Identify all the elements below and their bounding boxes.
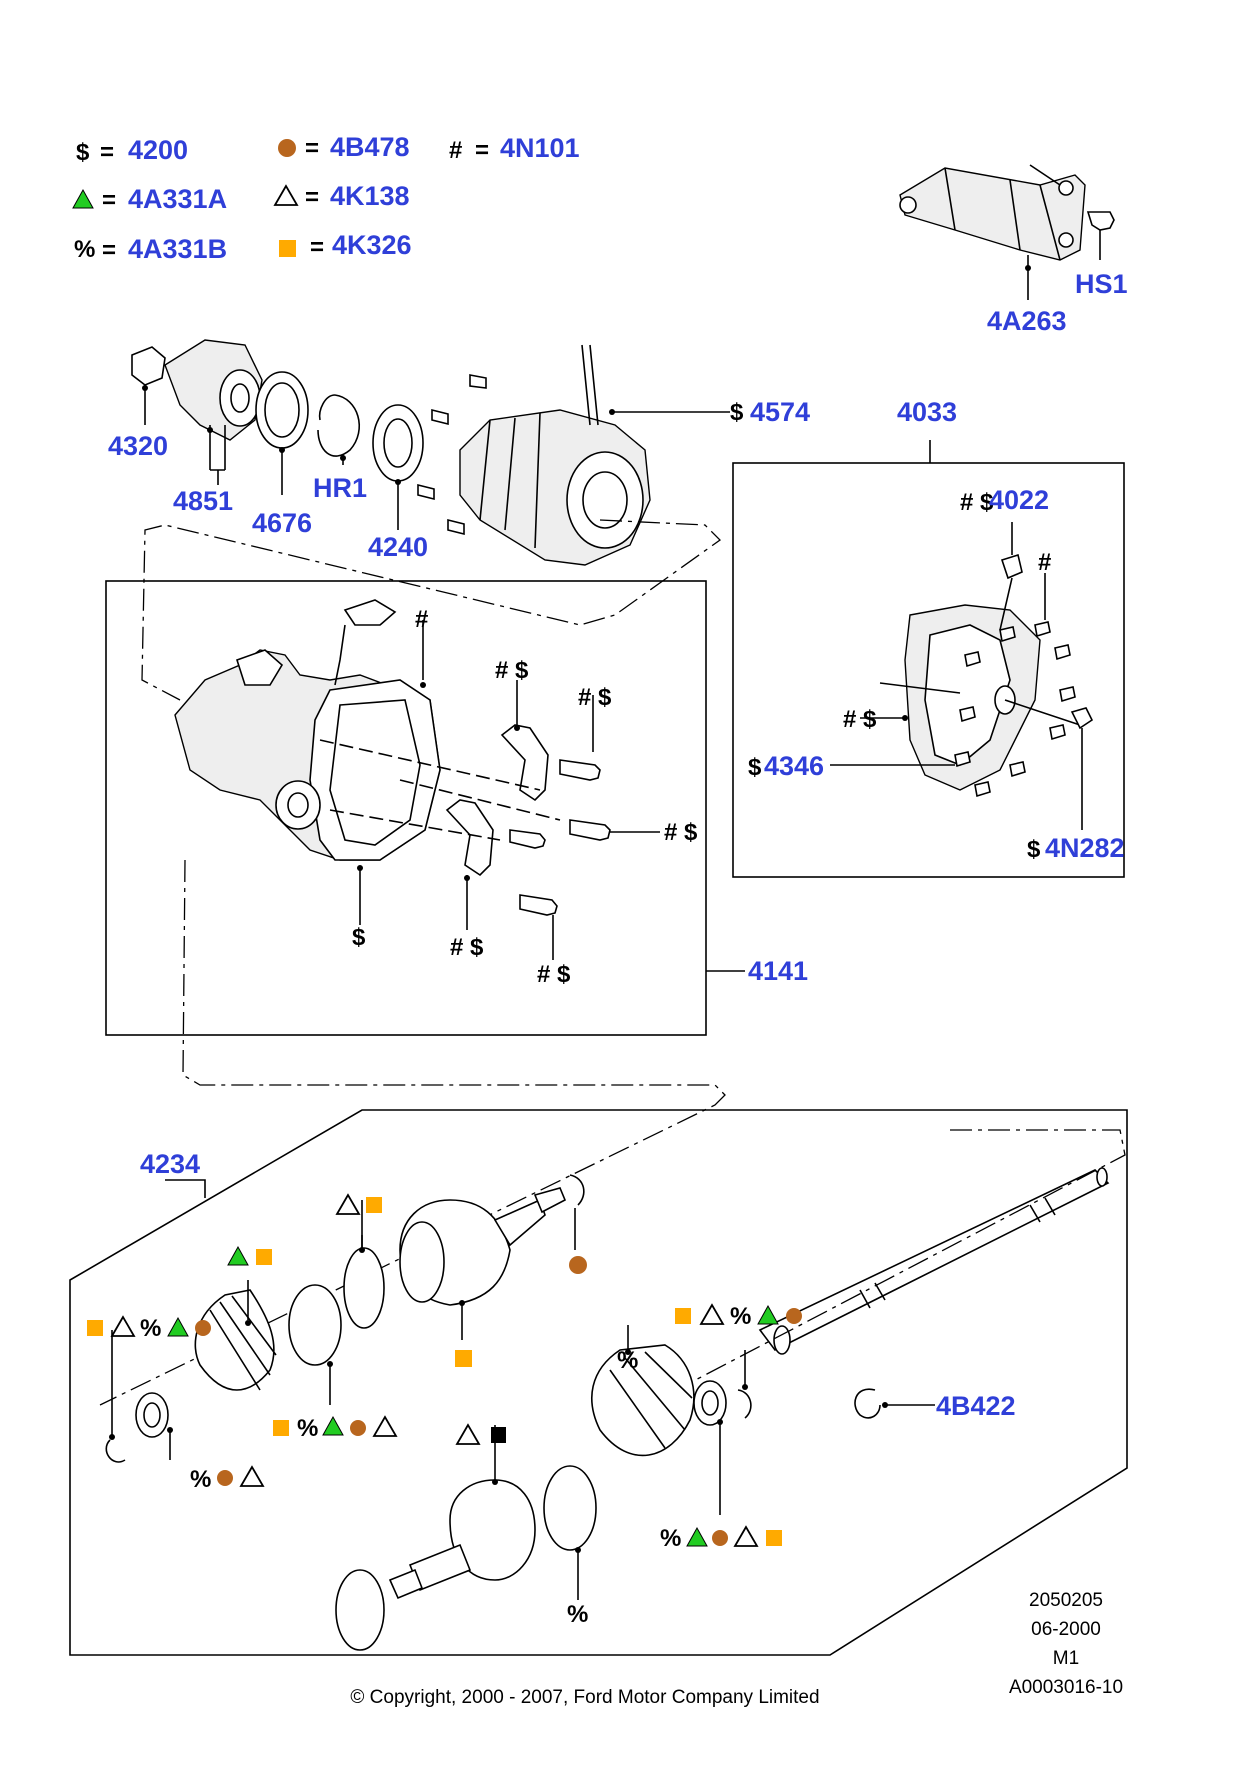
mount-bracket-illustration xyxy=(899,164,1115,300)
part-label-4A263: 4A263 xyxy=(987,306,1067,336)
symbol-hash-dollar: # $ xyxy=(495,657,529,684)
legend-code-4A331B: 4A331B xyxy=(128,234,227,264)
symbol-hash-dollar: # $ xyxy=(578,684,612,711)
legend-eq: = xyxy=(100,139,114,166)
legend-eq: = xyxy=(305,135,319,162)
part-label-4676: 4676 xyxy=(252,508,312,538)
legend-eq: = xyxy=(102,187,116,214)
legend-symbol-hash: # xyxy=(449,137,462,164)
symbol-dollar: $ xyxy=(352,924,366,951)
diagram-code: 2050205 xyxy=(1029,1590,1103,1611)
legend-code-4B478: 4B478 xyxy=(330,132,410,162)
diff-cover-illustration xyxy=(830,522,1094,830)
part-label-4851: 4851 xyxy=(173,486,233,516)
orange-square-icon xyxy=(455,1350,472,1367)
cover-kit-box xyxy=(732,462,1125,878)
symbol-percent: % xyxy=(190,1466,211,1493)
brown-circle-icon xyxy=(569,1256,587,1274)
pinion-assembly-illustration xyxy=(131,339,730,566)
part-label-HR1: HR1 xyxy=(313,473,367,503)
symbol-percent: % xyxy=(567,1601,588,1628)
legend-eq: = xyxy=(310,234,324,261)
symbol-hash-dollar: # $ xyxy=(960,489,994,516)
legend-symbol-dollar: $ xyxy=(76,139,90,166)
symbol-group xyxy=(455,1423,506,1445)
symbol-group xyxy=(273,1415,398,1437)
symbol-hash-dollar: # $ xyxy=(664,819,698,846)
symbol-percent: % xyxy=(730,1303,751,1330)
green-triangle-icon xyxy=(72,188,94,209)
legend-code-4K326: 4K326 xyxy=(332,230,412,260)
symbol-group xyxy=(675,1303,802,1325)
part-label-HS1: HS1 xyxy=(1075,269,1128,299)
diagram-ref: A0003016-10 xyxy=(1009,1677,1123,1698)
brown-circle-icon xyxy=(278,139,296,157)
symbol-percent: % xyxy=(617,1347,638,1374)
symbol-dollar: $ xyxy=(748,754,762,781)
carrier-housing-box xyxy=(105,580,707,1036)
legend-code-4N101: 4N101 xyxy=(500,133,580,163)
part-label-4N282: 4N282 xyxy=(1045,833,1125,863)
symbol-hash-dollar: # $ xyxy=(450,934,484,961)
symbol-hash: # xyxy=(415,606,428,633)
part-label-4033: 4033 xyxy=(897,397,957,427)
symbol-percent: % xyxy=(660,1525,681,1552)
legend-code-4200: 4200 xyxy=(128,135,188,165)
symbol-group xyxy=(87,1315,211,1337)
diagram-date: 06-2000 xyxy=(1031,1619,1101,1640)
legend-code-4A331A: 4A331A xyxy=(128,184,227,214)
legend-code-4K138: 4K138 xyxy=(330,181,410,211)
part-label-4234: 4234 xyxy=(140,1149,200,1179)
part-label-4574: 4574 xyxy=(750,397,810,427)
part-label-4240: 4240 xyxy=(368,532,428,562)
halfshaft-illustration xyxy=(105,1129,1126,1651)
copyright-text: © Copyright, 2000 - 2007, Ford Motor Com… xyxy=(350,1687,819,1708)
symbol-dollar: $ xyxy=(1027,836,1041,863)
legend-eq: = xyxy=(102,237,116,264)
symbol-group xyxy=(335,1193,382,1215)
legend-eq: = xyxy=(475,137,489,164)
symbol-group xyxy=(217,1465,265,1487)
white-triangle-icon xyxy=(273,184,299,206)
part-label-4022: 4022 xyxy=(989,485,1049,515)
carrier-housing-illustration xyxy=(174,599,660,960)
legend: $ = 4200 = 4B478 # = 4N101 = 4A331A = 4K… xyxy=(72,132,580,264)
part-label-4320: 4320 xyxy=(108,431,168,461)
part-label-4346: 4346 xyxy=(764,751,824,781)
symbol-percent: % xyxy=(140,1315,161,1342)
symbol-hash: # xyxy=(1038,549,1051,576)
symbol-percent: % xyxy=(297,1415,318,1442)
orange-square-icon xyxy=(279,240,296,257)
symbol-hash-dollar: # $ xyxy=(843,706,877,733)
part-label-4141: 4141 xyxy=(748,956,808,986)
legend-symbol-percent: % xyxy=(74,236,95,263)
symbol-hash-dollar: # $ xyxy=(537,961,571,988)
part-label-4B422: 4B422 xyxy=(936,1391,1016,1421)
legend-eq: = xyxy=(305,184,319,211)
diagram-model: M1 xyxy=(1053,1648,1079,1669)
halfshaft-kit-box xyxy=(69,1109,1128,1656)
symbol-dollar: $ xyxy=(730,399,744,426)
symbol-group xyxy=(686,1525,782,1547)
symbol-group xyxy=(227,1245,272,1266)
